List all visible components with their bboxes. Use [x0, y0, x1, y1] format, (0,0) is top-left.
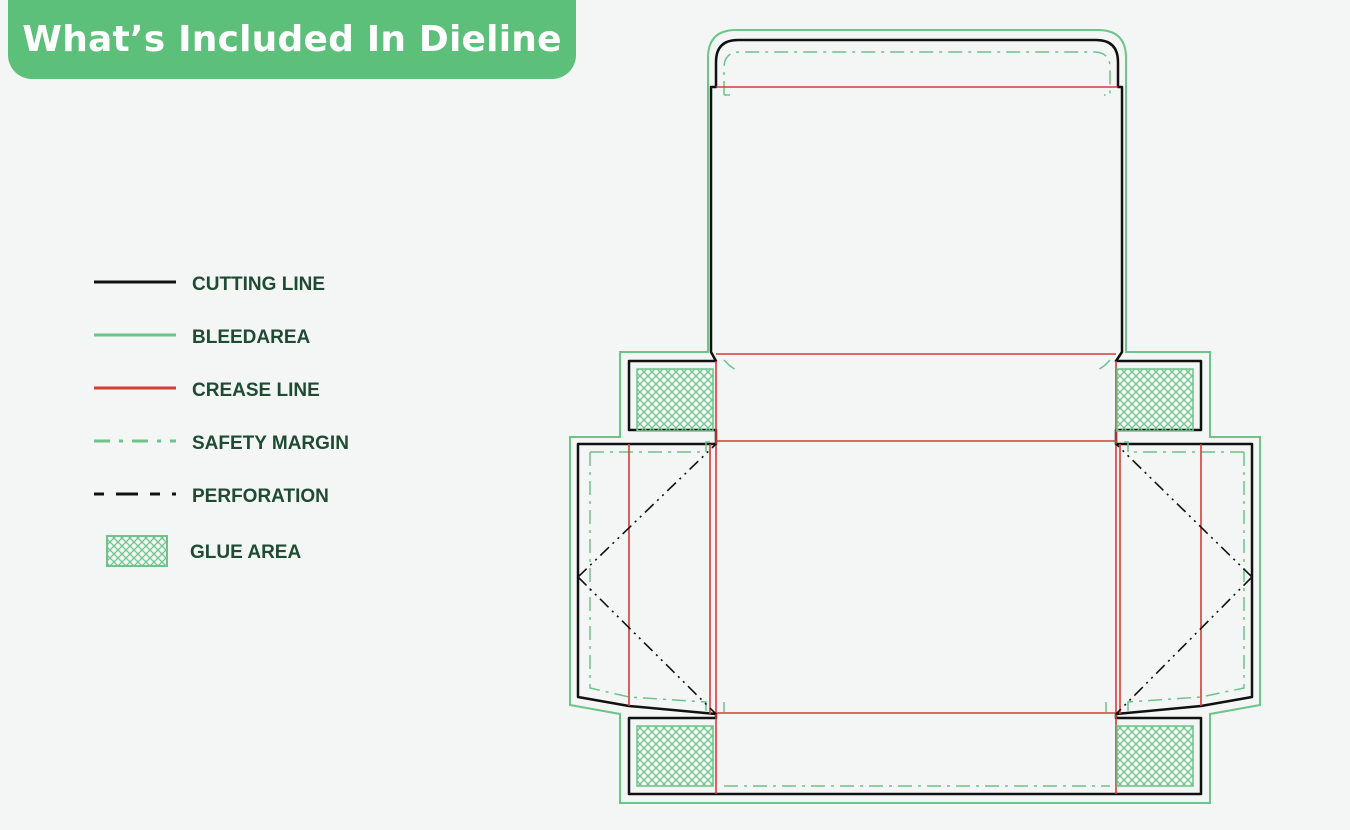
glue-area-bottom-right: [1116, 725, 1194, 787]
legend-item-glue-area: GLUE AREA: [94, 534, 394, 567]
legend-item-perforation: PERFORATION: [94, 480, 394, 510]
legend-label: CUTTING LINE: [192, 274, 325, 295]
cutting-line-swatch: [94, 280, 176, 284]
legend-item-cutting-line: CUTTING LINE: [94, 268, 394, 298]
glue-area-top-left: [636, 368, 714, 432]
crease-line-swatch: [94, 386, 176, 390]
title-banner: What’s Included In Dieline: [8, 0, 576, 79]
bleed-line-swatch: [94, 333, 176, 337]
legend-label: SAFETY MARGIN: [192, 433, 349, 454]
perforation-swatch: [94, 492, 176, 496]
page-title: What’s Included In Dieline: [22, 19, 562, 60]
perforation-lines: [577, 443, 1253, 715]
legend-item-bleed-area: BLEEDAREA: [94, 321, 394, 351]
legend-item-crease-line: CREASE LINE: [94, 374, 394, 404]
legend-label: GLUE AREA: [190, 542, 302, 563]
legend-item-safety-margin: SAFETY MARGIN: [94, 427, 394, 457]
glue-area-top-right: [1116, 368, 1194, 432]
safety-margin-lines: [589, 51, 1245, 787]
legend-label: PERFORATION: [192, 486, 329, 507]
safety-margin-swatch: [94, 439, 176, 443]
glue-areas: [636, 368, 1194, 787]
legend-label: BLEEDAREA: [192, 327, 311, 348]
glue-area-bottom-left: [636, 725, 714, 787]
crease-lines: [628, 86, 1202, 794]
legend-label: CREASE LINE: [192, 380, 320, 401]
glue-area-swatch: [106, 535, 168, 567]
bleed-outline: [569, 29, 1261, 804]
